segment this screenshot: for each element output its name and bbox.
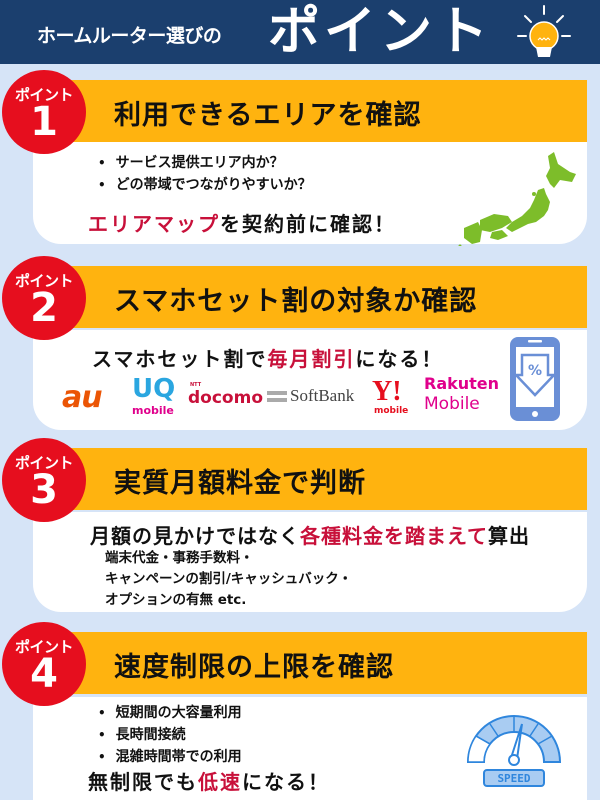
conclusion-highlight: 各種料金を踏まえて (300, 524, 488, 548)
header-subtitle: ホームルーター選びの (37, 25, 222, 47)
badge-label: ポイント (14, 638, 74, 656)
conclusion-rest: を契約前に確認！ (220, 212, 396, 236)
point-1-badge: ポイント 1 (2, 70, 86, 154)
docomo-ntt-sub: NTT (190, 382, 202, 388)
bullet-item: 短期間の大容量利用 (98, 702, 242, 724)
badge-number: 4 (30, 651, 58, 697)
conclusion-highlight: 低速 (198, 770, 242, 794)
detail-line: 端末代金・事務手数料・ (105, 550, 254, 566)
detail-line: オプションの有無 etc. (105, 592, 247, 608)
point-3-details: 端末代金・事務手数料・ キャンペーンの割引/キャッシュバック・ オプションの有無… (105, 548, 352, 611)
detail-line: キャンペーンの割引/キャッシュバック・ (105, 571, 352, 587)
softbank-logo: SoftBank (290, 386, 355, 405)
badge-number: 3 (30, 467, 58, 513)
point-3-title-bar: 実質月額料金で判断 (60, 448, 587, 510)
conclusion-before: 月額の見かけではなく (90, 524, 300, 548)
badge-number: 1 (30, 99, 58, 145)
point-3-conclusion: 月額の見かけではなく各種料金を踏まえて算出 (90, 520, 530, 549)
point-1-title-bar: 利用できるエリアを確認 (60, 80, 587, 142)
svg-text:%: % (528, 363, 542, 379)
bullet-item: サービス提供エリア内か？ (98, 152, 312, 174)
conclusion-highlight: 毎月割引 (267, 347, 356, 371)
badge-label: ポイント (14, 86, 74, 104)
point-4-title-bar: 速度制限の上限を確認 (60, 632, 587, 694)
speedometer-icon: SPEED (466, 715, 562, 787)
softbank-bar-icon (267, 391, 287, 395)
conclusion-after: になる！ (355, 347, 444, 371)
bullet-item: 長時間接続 (98, 724, 242, 746)
ymobile-logo: Y! (372, 376, 402, 407)
point-4-badge: ポイント 4 (2, 622, 86, 706)
japan-map-icon (458, 152, 576, 246)
bullet-item: どの帯域でつながりやすいか？ (98, 174, 312, 196)
point-3-card (33, 512, 587, 612)
point-2-badge: ポイント 2 (2, 256, 86, 340)
softbank-bar-icon (267, 398, 287, 402)
uq-logo: UQ (132, 374, 176, 404)
point-4-conclusion: 無制限でも低速になる！ (88, 766, 330, 795)
header-banner: ホームルーター選びの ポイント (0, 0, 600, 64)
badge-number: 2 (30, 285, 58, 331)
point-1-title: 利用できるエリアを確認 (114, 100, 422, 131)
conclusion-before: 無制限でも (88, 770, 198, 794)
bullet-item: 混雑時間帯での利用 (98, 746, 242, 768)
point-3-badge: ポイント 3 (2, 438, 86, 522)
point-4-title: 速度制限の上限を確認 (114, 652, 394, 683)
uq-mobile-sub: mobile (132, 404, 174, 417)
conclusion-after: になる！ (242, 770, 330, 794)
point-2-title-bar: スマホセット割の対象か確認 (60, 266, 587, 328)
point-2-conclusion: スマホセット割で毎月割引になる！ (92, 343, 443, 372)
lightbulb-icon (517, 5, 571, 57)
conclusion-after: 算出 (488, 524, 530, 548)
rakuten-mobile-sub: Mobile (424, 394, 480, 414)
point-4-bullets: 短期間の大容量利用 長時間接続 混雑時間帯での利用 (98, 702, 242, 768)
point-1-bullets: サービス提供エリア内か？ どの帯域でつながりやすいか？ (98, 152, 312, 196)
point-3-title: 実質月額料金で判断 (114, 468, 366, 499)
conclusion-highlight: エリアマップ (88, 212, 220, 236)
carrier-logos: au UQ mobile NTT docomo SoftBank Y! mobi… (62, 374, 502, 420)
au-logo: au (62, 380, 103, 415)
svg-text:SPEED: SPEED (497, 772, 530, 785)
docomo-logo: docomo (188, 388, 263, 408)
point-2-card (33, 330, 587, 430)
point-1-conclusion: エリアマップを契約前に確認！ (88, 208, 396, 237)
point-2-title: スマホセット割の対象か確認 (114, 286, 478, 317)
conclusion-before: スマホセット割で (92, 347, 268, 371)
header-title: ポイント (268, 2, 493, 62)
badge-label: ポイント (14, 454, 74, 472)
smartphone-discount-icon: % (510, 337, 560, 421)
badge-label: ポイント (14, 272, 74, 290)
ymobile-sub: mobile (374, 406, 409, 416)
rakuten-logo: Rakuten (424, 374, 500, 393)
